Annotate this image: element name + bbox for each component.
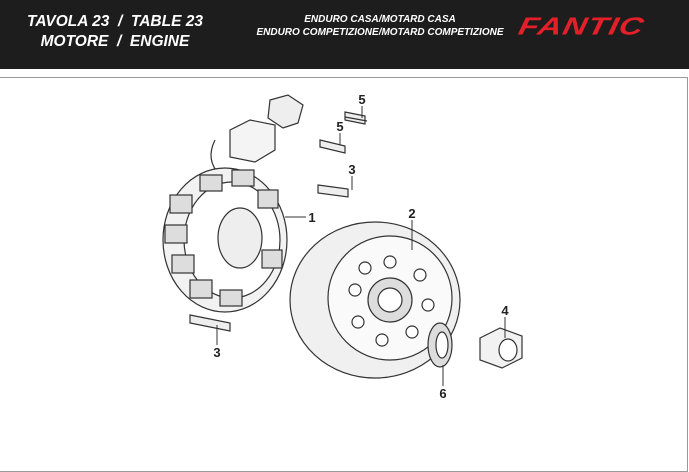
washer[interactable] xyxy=(427,322,453,368)
title-line-1: TAVOLA 23 / TABLE 23 xyxy=(27,13,203,30)
header-bar: TAVOLA 23 / TABLE 23 MOTORE / ENGINE END… xyxy=(0,0,689,69)
models-line-1: ENDURO CASA/MOTARD CASA xyxy=(304,14,456,25)
flywheel[interactable] xyxy=(289,221,461,379)
stator[interactable] xyxy=(162,94,304,313)
callout-3-bottom: 3 xyxy=(213,345,220,360)
model-list: ENDURO CASA/MOTARD CASA ENDURO COMPETIZI… xyxy=(240,13,520,39)
callout-4: 4 xyxy=(501,303,509,318)
callout-2: 2 xyxy=(408,206,415,221)
nut[interactable] xyxy=(479,327,523,369)
title-line-2: MOTORE / ENGINE xyxy=(40,33,190,50)
callout-5-upper: 5 xyxy=(358,92,365,107)
table-title: TAVOLA 23 / TABLE 23 MOTORE / ENGINE xyxy=(20,12,210,52)
callout-1: 1 xyxy=(308,210,315,225)
callout-5-lower: 5 xyxy=(336,119,343,134)
screws[interactable] xyxy=(189,111,368,332)
callout-6: 6 xyxy=(439,386,446,401)
callout-3-top: 3 xyxy=(348,162,355,177)
models-line-2: ENDURO COMPETIZIONE/MOTARD COMPETIZIONE xyxy=(256,27,504,38)
